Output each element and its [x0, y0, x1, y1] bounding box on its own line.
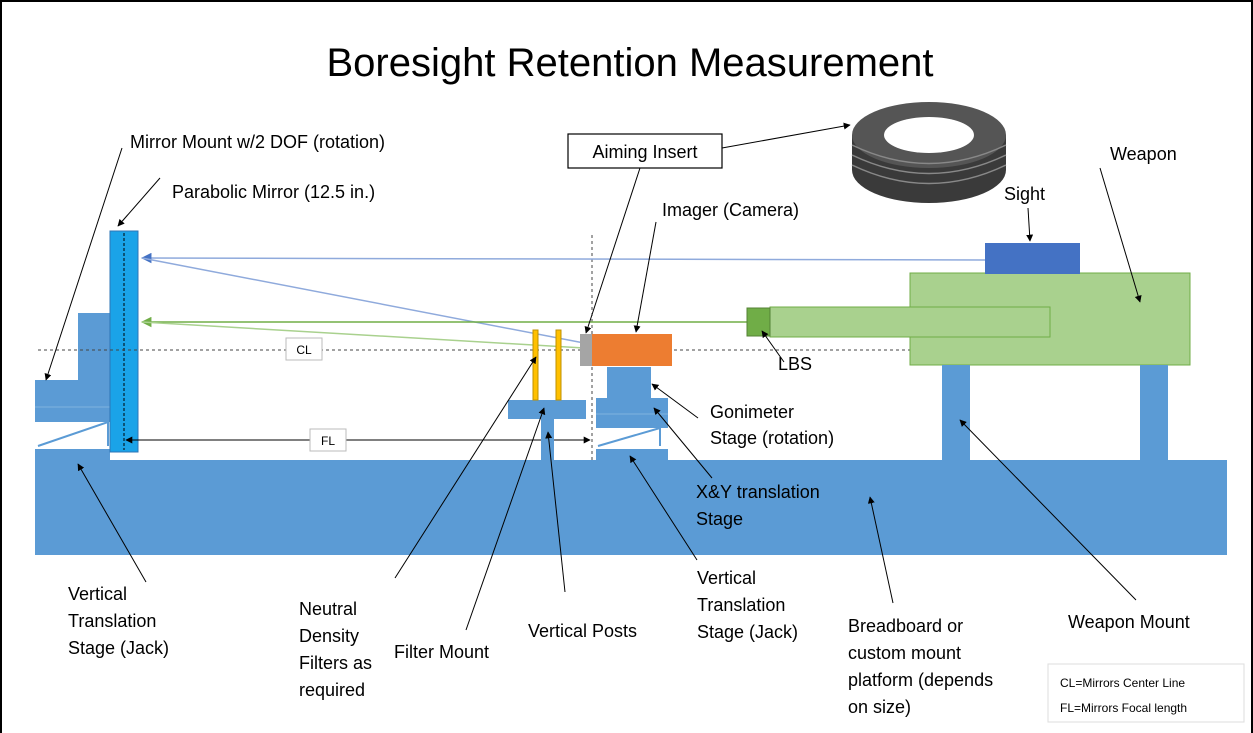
vertical-posts-label: Vertical Posts — [528, 621, 637, 641]
leader-xy — [653, 407, 713, 479]
legend-cl: CL=Mirrors Center Line — [1060, 676, 1185, 690]
leader-breadboard — [867, 496, 894, 604]
parabolic-mirror-label: Parabolic Mirror (12.5 in.) — [172, 182, 375, 202]
leader-parabolic-mirror — [117, 177, 161, 227]
ndf-label-4: required — [299, 680, 365, 700]
left-jack-top — [35, 380, 110, 422]
vtsl-label-2: Translation — [68, 611, 156, 631]
lbs-beam-reflect — [141, 321, 585, 349]
leader-aiming-insert — [584, 167, 641, 334]
leader-ndf — [394, 356, 537, 579]
weapon-mount-right — [1140, 365, 1168, 460]
mirror-mount — [78, 313, 110, 381]
ndf-label-3: Filters as — [299, 653, 372, 673]
imager-camera — [592, 334, 672, 366]
xy-label-2: Stage — [696, 509, 743, 529]
vtsl-label-3: Stage (Jack) — [68, 638, 169, 658]
sight-label: Sight — [1004, 184, 1045, 204]
legend-box — [1047, 663, 1245, 723]
vertical-post — [541, 419, 554, 460]
fl-label: FL — [321, 434, 335, 448]
aiming-insert-box — [567, 133, 723, 169]
leader-vtsr — [629, 455, 698, 561]
breadboard-label-1: Breadboard or — [848, 616, 963, 636]
ndf-label-1: Neutral — [299, 599, 357, 619]
gonimeter-stage — [607, 367, 651, 398]
right-jack-scissor — [597, 426, 661, 447]
aiming-insert-label: Aiming Insert — [592, 142, 697, 162]
leader-ring — [721, 122, 851, 149]
ndf-label-2: Density — [299, 626, 359, 646]
breadboard-label-3: platform (depends — [848, 670, 993, 690]
leader-weapon-mount — [959, 419, 1137, 601]
nd-filter-2 — [555, 329, 562, 401]
leader-filter-mount — [465, 407, 546, 631]
sight-beam — [140, 252, 986, 264]
page-title: Boresight Retention Measurement — [327, 41, 934, 85]
vtsr-label-3: Stage (Jack) — [697, 622, 798, 642]
weapon-barrel — [769, 306, 1051, 338]
left-jack-base — [35, 449, 110, 460]
cl-label: CL — [296, 343, 312, 357]
xy-translation-stage — [596, 398, 668, 428]
breadboard-label-2: custom mount — [848, 643, 961, 663]
leader-gonimeter — [651, 383, 699, 419]
imager-label: Imager (Camera) — [662, 200, 799, 220]
breadboard-platform — [35, 460, 1227, 555]
right-jack-base — [596, 449, 668, 460]
aiming-insert-picture — [851, 102, 1007, 203]
vtsr-label-2: Translation — [697, 595, 785, 615]
leader-imager — [633, 221, 657, 333]
gonimeter-label-1: Gonimeter — [710, 402, 794, 422]
leader-sight — [1026, 207, 1034, 242]
leader-mirror-mount — [44, 147, 123, 381]
weapon-mount-left — [942, 365, 970, 460]
left-jack-scissor — [37, 420, 109, 447]
sight-beam-reflect — [141, 257, 585, 344]
legend-fl: FL=Mirrors Focal length — [1060, 701, 1187, 715]
vtsr-label-1: Vertical — [697, 568, 756, 588]
leader-vertical-posts — [545, 431, 566, 593]
weapon-mount-label: Weapon Mount — [1068, 612, 1190, 632]
sight — [985, 243, 1080, 274]
breadboard-label-4: on size) — [848, 697, 911, 717]
leader-weapon — [1099, 167, 1142, 303]
lbs-module — [746, 307, 771, 337]
gonimeter-label-2: Stage (rotation) — [710, 428, 834, 448]
filter-mount — [508, 400, 586, 419]
leader-vtsl — [77, 463, 147, 583]
leader-lbs — [761, 330, 785, 363]
weapon-label: Weapon — [1110, 144, 1177, 164]
lbs-label: LBS — [778, 354, 812, 374]
nd-filter-1 — [532, 329, 539, 401]
mirror-mount-label: Mirror Mount w/2 DOF (rotation) — [130, 132, 385, 152]
xy-label-1: X&Y translation — [696, 482, 820, 502]
aiming-insert-block — [580, 334, 592, 366]
filter-mount-label: Filter Mount — [394, 642, 489, 662]
vtsl-label-1: Vertical — [68, 584, 127, 604]
